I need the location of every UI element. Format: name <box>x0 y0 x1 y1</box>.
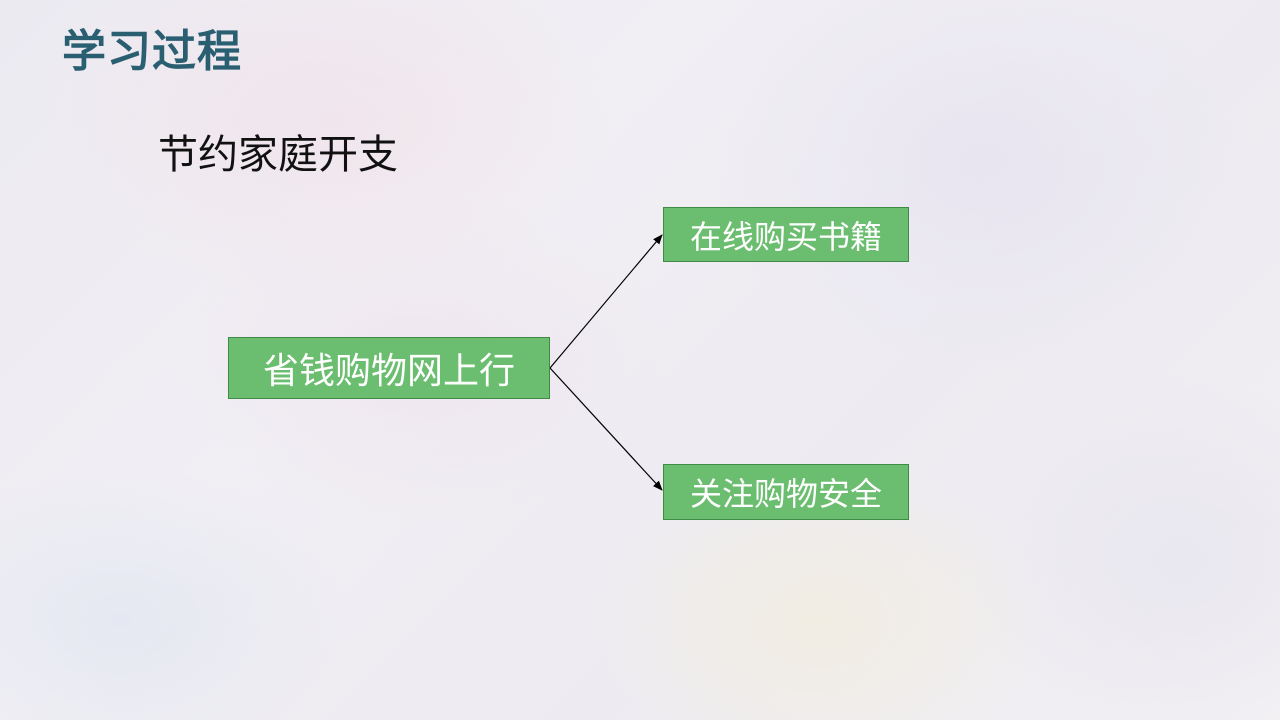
diagram-branch-node-bottom: 关注购物安全 <box>663 464 909 520</box>
section-heading: 节约家庭开支 <box>158 132 398 178</box>
page-title: 学习过程 <box>62 26 242 77</box>
diagram-root-node: 省钱购物网上行 <box>228 337 550 399</box>
connector-root-to-bottom <box>549 367 663 491</box>
connector-root-to-top <box>549 234 663 369</box>
diagram-branch-node-top: 在线购买书籍 <box>663 207 909 262</box>
